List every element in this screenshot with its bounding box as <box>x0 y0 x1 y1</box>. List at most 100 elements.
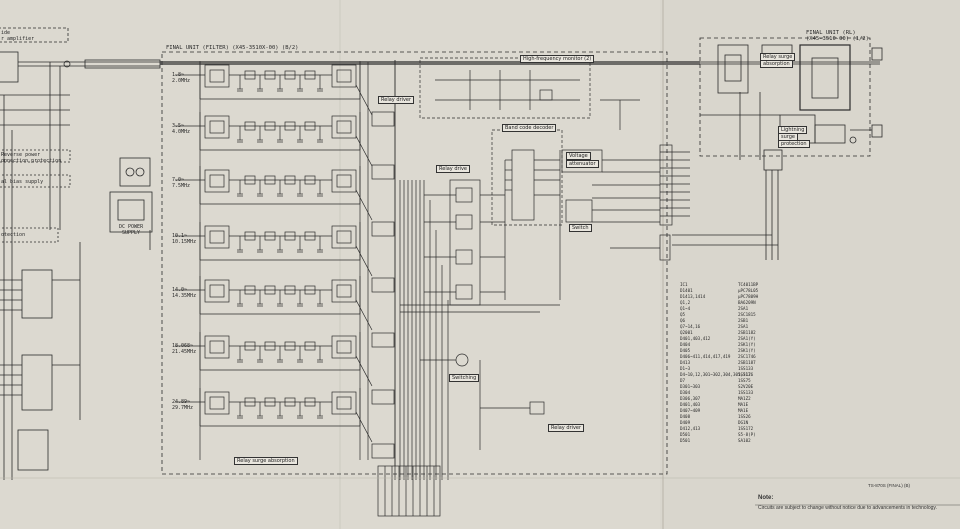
band-label-3-1: 10.15MHz <box>172 239 197 245</box>
filter-coil <box>304 341 316 351</box>
band-output-relay <box>331 115 357 139</box>
parts-left-item: D501 <box>680 432 691 437</box>
footer-note-title: Note: <box>758 495 774 501</box>
band-input-relay <box>204 335 230 359</box>
parts-left-item: D501 <box>680 438 691 443</box>
band-decoder-label: Band code decoder <box>502 124 557 132</box>
reverse-power-label-1: Reverse power <box>1 152 41 158</box>
footer-note-text: Circuits are subject to change without n… <box>758 505 937 511</box>
parts-left-item: D306,307 <box>680 396 701 401</box>
band-output-relay <box>331 64 357 88</box>
parts-left-item: D401,403 <box>680 402 701 407</box>
parts-right-item: 1SS75 <box>738 378 751 383</box>
filter-coil <box>244 341 256 351</box>
filter-coil <box>284 397 296 407</box>
parts-left-item: D405 <box>680 348 691 353</box>
filter-coil <box>244 121 256 131</box>
filter-coil <box>304 397 316 407</box>
dc-power-label-1: DC POWER <box>119 224 144 230</box>
footer-code: TS-870S (FINAL) (B) <box>868 483 911 488</box>
parts-left-item: D7 <box>680 378 686 383</box>
final-unit-rl-title-1: FINAL UNIT (RL) <box>806 30 856 36</box>
band-output-relay <box>331 279 357 303</box>
filter-coil <box>264 121 276 131</box>
parts-left-item: IC1 <box>680 282 688 287</box>
band-label-2-0: 7.0~ <box>172 177 185 183</box>
parts-right-item: DG1N <box>738 420 749 425</box>
parts-right-item: 1SS26 <box>738 414 751 419</box>
band-output-relay <box>331 335 357 359</box>
relay-drive-label: Relay drive <box>436 165 470 173</box>
final-unit-rl-title-2: (X45-3510-00) (1/2) <box>806 36 869 42</box>
parts-left-item: D413 <box>680 360 691 365</box>
parts-left-item: D301~303 <box>680 384 701 389</box>
high-frequency-monitor <box>419 57 640 130</box>
parts-left-item: Q6 <box>680 318 686 323</box>
parts-left-item: D401,403,412 <box>680 336 711 341</box>
band-output-relay <box>331 391 357 415</box>
lightning-label-3: protection <box>778 140 810 148</box>
parts-left-item: Q1,2 <box>680 300 691 305</box>
parts-right-item: 1SS133 <box>738 366 754 371</box>
switch-label: Switch <box>569 224 592 232</box>
parts-left-item: Q7~14,16 <box>680 324 701 329</box>
filter-coil <box>304 175 316 185</box>
parts-right-item: BA6209N <box>738 300 756 305</box>
filter-coil <box>264 231 276 241</box>
parts-right-item: 1SS172 <box>738 426 754 431</box>
band-input-relay <box>204 391 230 415</box>
band-label-6-1: 29.7MHz <box>172 405 194 411</box>
filter-coil <box>244 397 256 407</box>
parts-right-item: 2SB1 <box>738 318 749 323</box>
band-output-relay <box>331 225 357 249</box>
band-label-5-0: 18.068~ <box>172 343 194 349</box>
band-label-4-0: 14.0~ <box>172 287 188 293</box>
left-top-label: ide <box>1 30 11 36</box>
parts-left-item: D1~3 <box>680 366 691 371</box>
filter-coil <box>264 175 276 185</box>
parts-left-item: D407~409 <box>680 408 701 413</box>
parts-left-item: Q5 <box>680 312 686 317</box>
parts-right-item: 2SA1 <box>738 324 749 329</box>
parts-right-item: SA102 <box>738 438 751 443</box>
parts-left-item: D406~411,414,417,419 <box>680 354 731 359</box>
band-label-3-0: 10.1~ <box>172 233 188 239</box>
band-label-5-1: 21.45MHz <box>172 349 197 355</box>
band-label-0-1: 2.0MHz <box>172 78 191 84</box>
parts-right-item: MA1Z2 <box>738 396 751 401</box>
parts-left-item: D412,413 <box>680 426 701 431</box>
relay-drive-block <box>400 160 560 480</box>
filter-coil <box>304 285 316 295</box>
parts-right-item: 2SC1746 <box>738 354 756 359</box>
voltage-label-1: Voltage <box>566 152 591 160</box>
switching-block <box>420 353 545 450</box>
left-strip-circuit <box>0 27 161 480</box>
filter-coil <box>284 285 296 295</box>
relay-driver-label: Relay driver <box>378 96 415 104</box>
band-decoder-block <box>491 129 660 300</box>
parts-left-item: D1401 <box>680 288 693 293</box>
filter-coil <box>264 341 276 351</box>
parts-right-item: MA1E <box>738 408 749 413</box>
band-input-relay <box>204 169 230 193</box>
parts-left-item: Q1~4 <box>680 306 691 311</box>
parts-right-item: 2SK1(Y) <box>738 348 756 353</box>
parts-right-item: 2SA1(Y) <box>738 336 756 341</box>
parts-right-item: TC4011BP <box>738 282 759 287</box>
band-label-6-0: 24.89~ <box>172 399 191 405</box>
parts-right-item: 2SA1 <box>738 306 749 311</box>
main-rf-line <box>160 61 700 65</box>
parts-right-item: 2SB1182 <box>738 330 756 335</box>
filter-coil <box>264 70 276 80</box>
relay-surge-absorption-label: Relay surge absorption <box>234 457 298 465</box>
filter-coil <box>284 175 296 185</box>
filter-coil <box>304 121 316 131</box>
filter-coil <box>264 285 276 295</box>
filter-coil <box>244 70 256 80</box>
band-input-relay <box>204 64 230 88</box>
parts-right-item: μPC7809H <box>738 294 759 299</box>
protection-label: otection <box>1 232 26 238</box>
connector-cn-right <box>610 144 690 261</box>
filter-coil <box>284 231 296 241</box>
